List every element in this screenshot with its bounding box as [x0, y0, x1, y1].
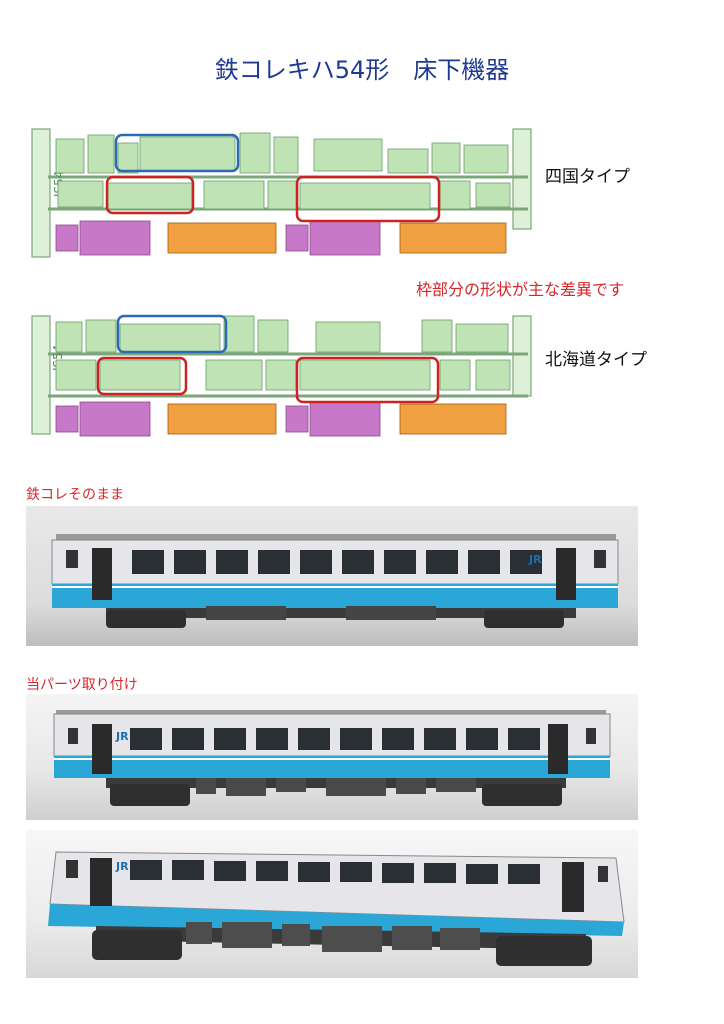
- difference-note: 枠部分の形状が主な差異です: [416, 280, 625, 299]
- photo-with-parts-side: JR: [26, 694, 638, 820]
- highlight-box-red-right: [295, 175, 441, 223]
- highlight-box-red-right: [295, 356, 440, 404]
- train-car-side-view: JR: [53, 710, 611, 806]
- green-equipment-row-top: [55, 315, 509, 353]
- train-car-side-view: JR: [51, 534, 619, 628]
- photo1-caption: 鉄コレそのまま: [26, 487, 124, 503]
- shikoku-underfloor-diagram: JS54-: [31, 128, 532, 258]
- page-title: 鉄コレキハ54形 床下機器: [214, 56, 510, 84]
- shikoku-type-label: 四国タイプ: [545, 167, 630, 187]
- photo-stock-model: JR: [26, 506, 638, 646]
- jr-logo: JR: [115, 860, 129, 873]
- highlight-box-red-left: [105, 175, 195, 215]
- engine-row: [55, 220, 507, 256]
- hokkaido-type-label: 北海道タイプ: [545, 350, 647, 370]
- green-equipment-row-top: [55, 132, 509, 174]
- bogie: [110, 784, 562, 806]
- photo2-caption: 当パーツ取り付け: [26, 677, 138, 693]
- underfloor-equipment: [186, 922, 480, 952]
- highlight-box-red-left: [96, 356, 188, 396]
- jr-logo: JR: [528, 553, 542, 566]
- train-car-angled-view: JR: [48, 851, 625, 966]
- bogie: [106, 610, 564, 628]
- green-equipment-row-middle: [57, 180, 511, 210]
- photo-with-parts-angle: JR: [26, 830, 638, 978]
- engine-row: [55, 401, 507, 437]
- underfloor-equipment: [196, 778, 476, 796]
- hokkaido-underfloor-diagram: JS54-: [31, 314, 532, 437]
- jr-logo: JR: [115, 730, 129, 743]
- bogie: [92, 930, 592, 966]
- highlight-box-blue: [114, 133, 240, 173]
- highlight-box-blue: [116, 314, 228, 354]
- green-equipment-row-middle: [55, 359, 511, 391]
